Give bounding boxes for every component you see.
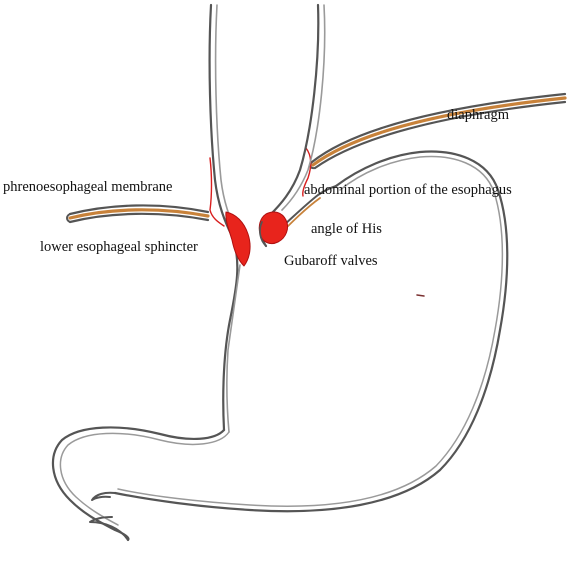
lower-esophageal-sphincter <box>225 211 251 267</box>
gubaroff-valves-outline <box>259 221 267 247</box>
phrenoesophageal-membrane-right <box>302 147 312 197</box>
stomach-outline <box>113 150 509 513</box>
diaphragm-left <box>66 204 210 224</box>
label-diaphragm: diaphragm <box>447 107 510 123</box>
label-angle-of-his: angle of His <box>311 221 382 237</box>
label-lower-esophageal-sphincter: lower esophageal sphincter <box>40 239 198 255</box>
stomach-antrum <box>51 426 230 542</box>
gubaroff-valves <box>258 211 289 245</box>
phrenoesophageal-membrane <box>209 157 225 227</box>
stray-mark <box>416 294 425 297</box>
label-abdominal-portion: abdominal portion of the esophagus <box>304 182 512 198</box>
angle-of-his-line <box>273 185 337 235</box>
diaphragm-right <box>309 92 567 170</box>
label-phrenoesophageal-membrane: phrenoesophageal membrane <box>3 179 173 195</box>
esophagus-right-wall <box>261 3 326 248</box>
label-gubaroff-valves: Gubaroff valves <box>284 253 378 269</box>
